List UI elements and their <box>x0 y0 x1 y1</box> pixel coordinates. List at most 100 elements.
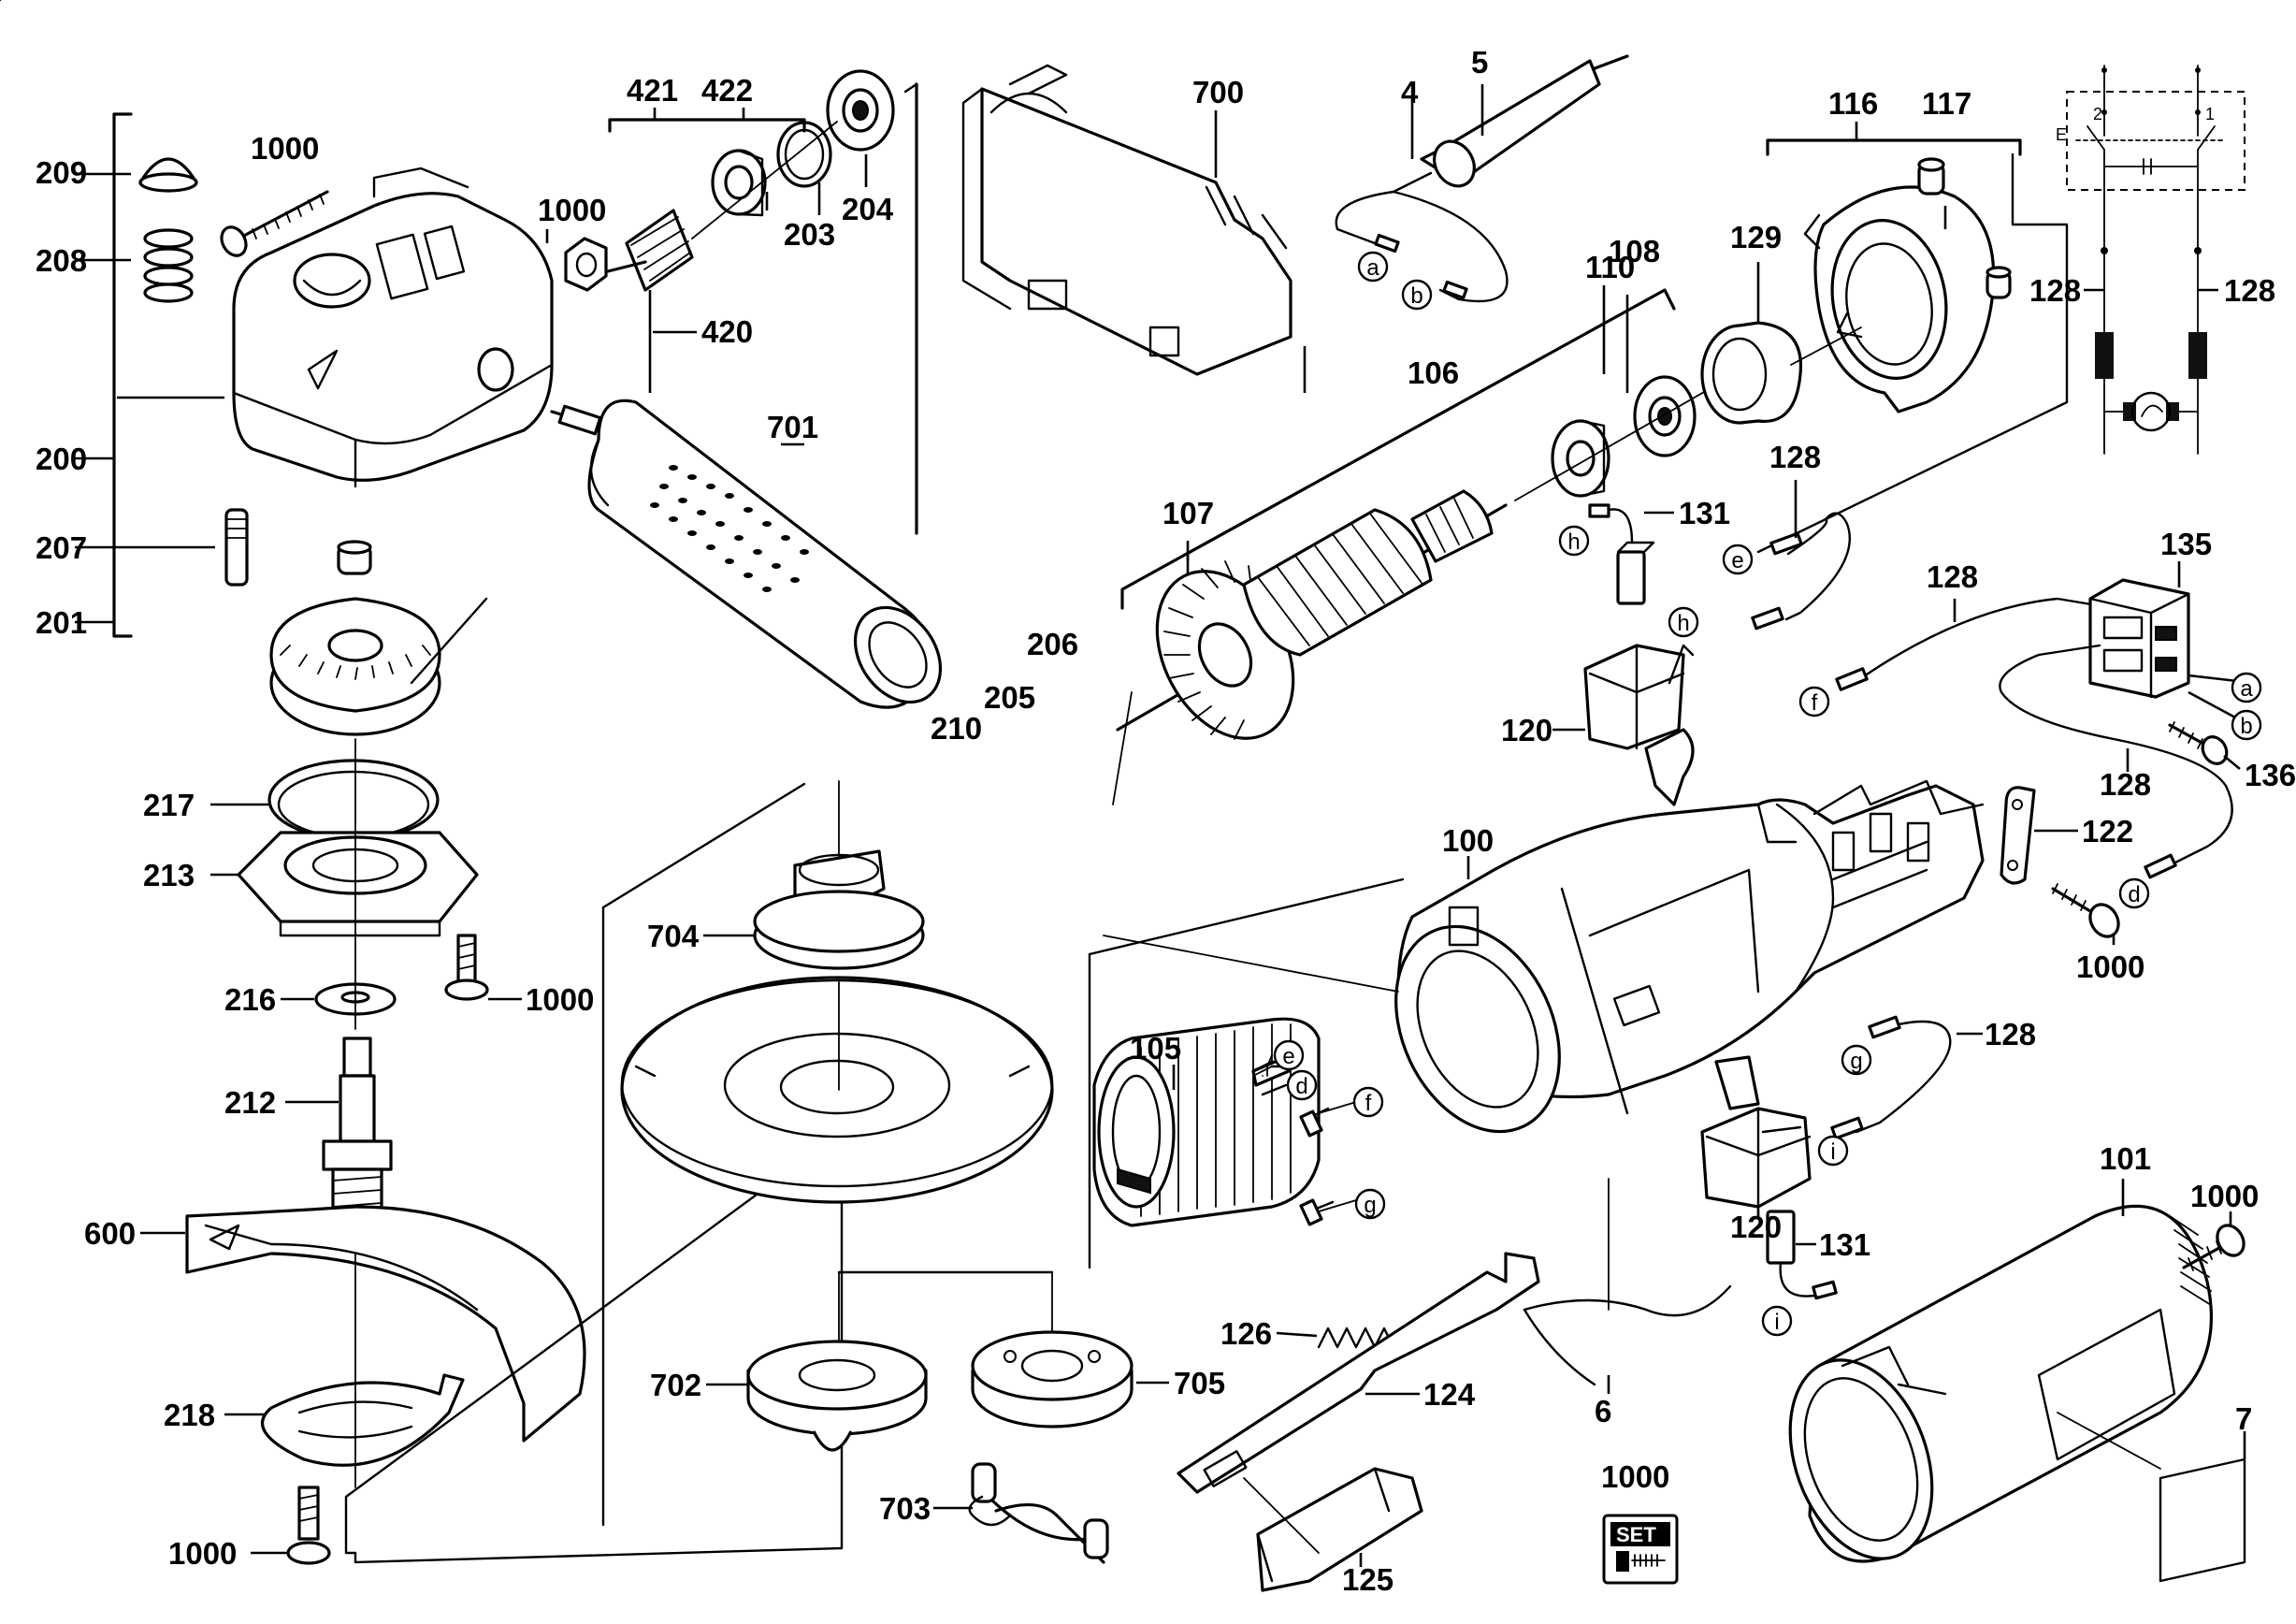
label-420: 420 <box>701 314 753 349</box>
plug-201 <box>337 540 372 575</box>
label-701: 701 <box>767 410 818 444</box>
label-216: 216 <box>224 982 276 1017</box>
label-703: 703 <box>879 1491 931 1526</box>
label-125: 125 <box>1342 1562 1393 1597</box>
label-128-b: 128 <box>1927 559 1978 594</box>
label-212: 212 <box>224 1085 276 1120</box>
svg-text:a: a <box>2240 676 2253 702</box>
label-122: 122 <box>2082 814 2133 848</box>
svg-text:h: h <box>1677 611 1689 636</box>
wire-marker-a1: a <box>1357 251 1389 283</box>
wire-marker-g1: g <box>1354 1188 1386 1220</box>
bearing-110 <box>1551 419 1610 498</box>
handle-cover-101 <box>1788 1204 2214 1563</box>
label-126: 126 <box>1220 1316 1272 1351</box>
label-106: 106 <box>1408 355 1459 390</box>
label-702: 702 <box>650 1368 701 1402</box>
label-128-a: 128 <box>1769 440 1821 474</box>
bearing-108 <box>1633 375 1697 457</box>
label-203: 203 <box>784 217 835 252</box>
slide-button-125 <box>1256 1467 1423 1592</box>
guard-600 <box>185 1205 586 1443</box>
label-131-top: 131 <box>1679 496 1730 530</box>
label-700: 700 <box>1192 75 1244 109</box>
carbon-brush-131-top <box>1588 503 1655 605</box>
label-100: 100 <box>1442 823 1494 858</box>
flange-704 <box>753 849 925 970</box>
schematic-terminal-1: 1 <box>2205 105 2215 123</box>
wire-marker-h1: h <box>1558 525 1590 557</box>
svg-text:b: b <box>1410 283 1422 309</box>
svg-text:e: e <box>1282 1044 1294 1069</box>
screw-set-badge: SET <box>1602 1514 1679 1585</box>
carry-case-700 <box>961 64 1292 376</box>
pin-207 <box>224 508 249 587</box>
label-135: 135 <box>2160 527 2212 561</box>
schematic-terminal-e: E <box>2056 125 2067 144</box>
label-1000-flange: 1000 <box>526 982 594 1017</box>
lead-wire-128-a <box>1751 512 1851 631</box>
label-210: 210 <box>931 711 982 746</box>
label-209: 209 <box>36 155 87 190</box>
lever-124 <box>1177 1252 1540 1494</box>
wire-marker-b2: b <box>2231 709 2262 741</box>
svg-text:i: i <box>1830 1139 1835 1165</box>
wire-marker-e2: e <box>1722 544 1754 575</box>
label-116: 116 <box>1828 86 1878 121</box>
armature-group <box>1116 288 1676 740</box>
label-120-top: 120 <box>1501 713 1552 747</box>
wire-marker-f1: f <box>1352 1086 1384 1118</box>
label-200: 200 <box>36 442 87 476</box>
label-110: 110 <box>1585 250 1635 284</box>
label-217: 217 <box>143 788 195 822</box>
svg-text:d: d <box>2128 882 2140 907</box>
part-number-labels: 209 208 200 207 201 1000 1000 421 422 42… <box>36 45 2296 1597</box>
schematic-terminal-2: 2 <box>2093 105 2102 123</box>
wiring-schematic: 2 1 E <box>2056 65 2245 455</box>
label-128-sch-left: 128 <box>2029 273 2081 308</box>
label-6 <box>1523 1178 1732 1386</box>
flange-213 <box>237 759 479 937</box>
label-218: 218 <box>164 1398 215 1432</box>
label-128-c: 128 <box>2100 767 2151 802</box>
label-600: 600 <box>84 1216 136 1251</box>
screw-1000-right <box>2051 883 2120 938</box>
clamp-ring-218 <box>260 1373 465 1467</box>
ring-129 <box>1700 321 1803 425</box>
label-136: 136 <box>2245 758 2296 792</box>
screw-1000-bottom <box>286 1486 331 1565</box>
label-117: 117 <box>1922 86 1971 121</box>
screw-136 <box>2168 721 2229 765</box>
label-213: 213 <box>143 858 195 892</box>
wire-marker-g2: g <box>1841 1044 1872 1076</box>
label-5: 5 <box>1471 45 1488 80</box>
brush-holder-120-top <box>1583 644 1695 806</box>
label-1000-nut: 1000 <box>538 193 606 227</box>
screw-1000-flange <box>444 934 489 1001</box>
stator-terminals <box>1251 1054 1357 1226</box>
label-1000-top: 1000 <box>251 131 319 166</box>
label-128-sch-right: 128 <box>2224 273 2275 308</box>
label-421: 421 <box>627 73 678 108</box>
label-124: 124 <box>1423 1377 1476 1412</box>
label-704: 704 <box>647 919 700 953</box>
svg-text:h: h <box>1567 529 1580 555</box>
screw-1000-cover <box>2182 1224 2245 1271</box>
clip-122 <box>2000 786 2036 885</box>
spanner-703 <box>968 1462 1109 1564</box>
svg-text:e: e <box>1731 548 1743 573</box>
svg-text:i: i <box>1774 1310 1779 1335</box>
label-108: 108 <box>1609 234 1660 268</box>
wire-marker-i2: i <box>1761 1305 1793 1337</box>
switch-135 <box>1999 578 2233 879</box>
svg-text:g: g <box>1850 1049 1862 1074</box>
grinding-disc <box>620 976 1054 1204</box>
screw-1000-top <box>220 190 329 257</box>
pinion-group-420 <box>564 69 895 393</box>
power-cord-4-5 <box>1335 54 1629 303</box>
label-128-d: 128 <box>1985 1017 2036 1051</box>
label-207: 207 <box>36 530 87 565</box>
carbon-brush-131-bottom <box>1766 1210 1838 1300</box>
